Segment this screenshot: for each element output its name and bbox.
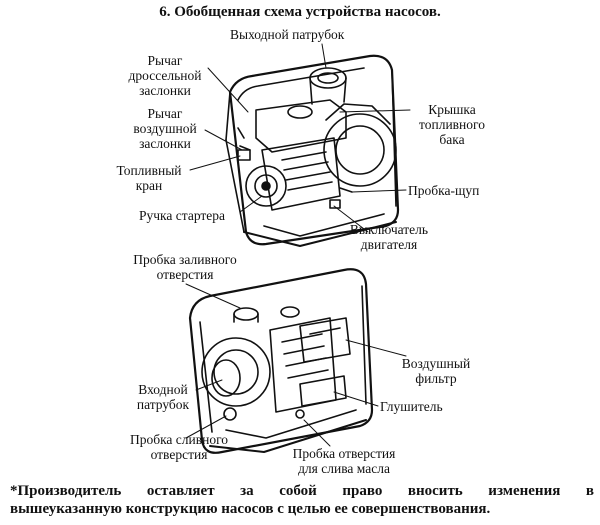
label-line: Входной — [138, 382, 188, 397]
label-engine-switch: Выключатель двигателя — [344, 222, 434, 252]
label-line: Пробка отверстия — [292, 446, 396, 461]
label-line: двигателя — [360, 237, 418, 252]
label-oil-drain-plug: Пробка отверстия для слива масла — [282, 446, 406, 476]
label-drain-plug: Пробка сливного отверстия — [120, 432, 238, 462]
label-line: топливного — [419, 117, 485, 132]
label-line: дроссельной — [128, 68, 202, 83]
label-muffler: Глушитель — [380, 399, 443, 414]
label-line: Топливный — [116, 163, 182, 178]
label-air-filter: Воздушный фильтр — [396, 356, 476, 386]
label-line: Воздушный — [401, 356, 471, 371]
label-dipstick: Пробка-щуп — [408, 183, 480, 198]
label-choke-lever: Рычаг воздушной заслонки — [125, 106, 205, 151]
label-line: Рычаг — [147, 53, 183, 68]
label-line: кран — [135, 178, 163, 193]
label-fuel-valve: Топливный кран — [112, 163, 186, 193]
label-line: заслонки — [139, 83, 191, 98]
page-title: 6. Обобщенная схема устройства насосов. — [159, 4, 441, 20]
label-outlet-pipe: Выходной патрубок — [230, 27, 345, 42]
label-inlet-pipe: Входной патрубок — [130, 382, 196, 412]
label-line: патрубок — [136, 397, 190, 412]
label-line: Пробка сливного — [129, 432, 229, 447]
label-line: отверстия — [150, 447, 208, 462]
label-fuel-cap: Крышка топливного бака — [414, 102, 490, 147]
label-line: фильтр — [415, 371, 457, 386]
footnote-line-2: вышеуказанную конструкцию насосов с цель… — [10, 501, 491, 517]
pump-1-drawing — [225, 54, 400, 247]
pump-1-leader-lines — [189, 43, 411, 233]
label-filler-plug: Пробка заливного отверстия — [126, 252, 244, 282]
label-starter-handle: Ручка стартера — [139, 208, 226, 223]
pump-2-drawing — [188, 268, 374, 454]
label-line: Рычаг — [147, 106, 183, 121]
label-line: Выключатель — [349, 222, 429, 237]
label-line: для слива масла — [298, 461, 390, 476]
label-line: Крышка — [428, 102, 476, 117]
footnote: *Производитель оставляет за собой право … — [10, 482, 594, 518]
label-line: бака — [439, 132, 465, 147]
label-line: отверстия — [156, 267, 214, 282]
label-line: заслонки — [139, 136, 191, 151]
label-throttle-lever: Рычаг дроссельной заслонки — [125, 53, 205, 98]
footnote-line-1: *Производитель оставляет за собой право … — [10, 483, 594, 499]
pump-2-leader-lines — [185, 283, 407, 447]
label-line: воздушной — [133, 121, 197, 136]
label-line: Пробка заливного — [133, 252, 237, 267]
